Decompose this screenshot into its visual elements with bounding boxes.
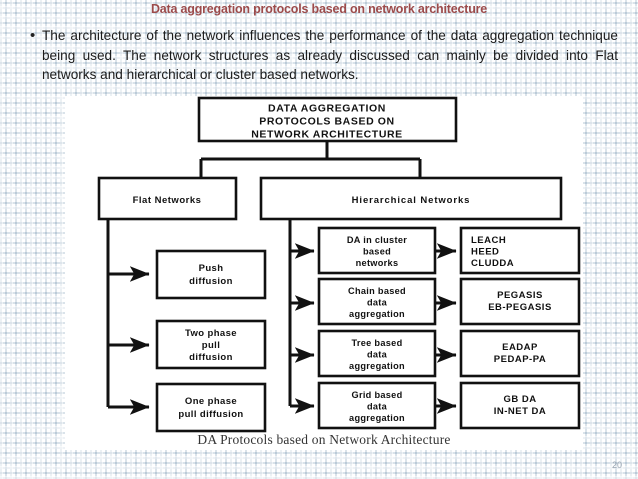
node-tree-based-data-aggregation-box [317,329,437,378]
node-chain-based-data-aggregation-line-1: Chain based [348,286,406,296]
node-hierarchical-networks-box [259,176,563,221]
node-protocols-grid-line-2: IN-NET DA [494,406,547,417]
node-protocols-chain-line-2: EB-PEGASIS [488,302,552,313]
node-one-phase-pull-diffusion-line-1: One phase [185,396,237,407]
node-root-box [197,96,458,143]
node-root-line-3: NETWORK ARCHITECTURE [251,129,403,141]
node-protocols-cluster-line-2: HEED [471,247,499,258]
bullet-body-text: The architecture of the network influenc… [42,28,618,82]
node-protocols-cluster-line-1: LEACH [471,235,506,246]
node-da-in-cluster-based-networks-line-1: DA in cluster [347,235,407,245]
node-grid-based-data-aggregation-line-3: aggregation [349,413,405,423]
node-tree-based-data-aggregation-line-2: data [367,350,388,360]
slide-title: Data aggregation protocols based on netw… [150,2,488,16]
node-chain-based-data-aggregation-box [317,277,437,326]
node-grid-based-data-aggregation-line-1: Grid based [352,390,403,400]
node-two-phase-pull-diffusion-line-2: pull [202,340,221,351]
architecture-flowchart: DATA AGGREGATION PROTOCOLS BASED ON NETW… [65,96,583,450]
figure-panel: DATA AGGREGATION PROTOCOLS BASED ON NETW… [65,96,583,450]
node-da-in-cluster-based-networks-line-2: based [363,247,391,257]
bullet-list: • The architecture of the network influe… [26,26,618,85]
node-chain-based-data-aggregation-line-2: data [367,298,388,308]
node-root-line-1: DATA AGGREGATION [268,103,386,115]
node-grid-based-data-aggregation-line-2: data [367,402,388,412]
node-protocols-cluster-box [459,226,581,275]
node-protocols-grid-line-1: GB DA [503,394,536,405]
node-tree-based-data-aggregation-line-1: Tree based [351,338,402,348]
figure-caption: DA Protocols based on Network Architectu… [197,432,451,447]
node-one-phase-pull-diffusion-box [155,382,267,433]
flowchart-svg: DATA AGGREGATION PROTOCOLS BASED ON NETW… [97,96,581,433]
node-two-phase-pull-diffusion-line-1: Two phase [185,328,237,339]
node-grid-based-data-aggregation-box [317,381,437,430]
node-push-diffusion-box [155,249,267,300]
node-protocols-chain-box [459,277,581,326]
node-flat-networks-box [97,176,238,221]
node-two-phase-pull-diffusion-box [155,319,267,370]
node-flat-networks-label: Flat Networks [133,195,202,206]
node-protocols-tree-line-1: EADAP [502,342,538,353]
node-root-line-2: PROTOCOLS BASED ON [259,116,394,128]
node-protocols-tree-box [459,329,581,378]
node-chain-based-data-aggregation-line-3: aggregation [349,309,405,319]
node-da-in-cluster-based-networks-box [317,226,437,275]
node-push-diffusion-line-2: diffusion [189,276,233,287]
node-protocols-grid-box [459,381,581,430]
node-protocols-chain-line-1: PEGASIS [497,290,543,301]
node-one-phase-pull-diffusion-line-2: pull diffusion [178,409,243,420]
bullet-marker: • [30,27,36,44]
node-protocols-cluster-line-3: CLUDDA [471,258,514,269]
node-push-diffusion-line-1: Push [199,263,224,274]
node-tree-based-data-aggregation-line-3: aggregation [349,361,405,371]
page-number: 20 [611,460,622,470]
node-two-phase-pull-diffusion-line-3: diffusion [189,352,233,363]
node-protocols-tree-line-2: PEDAP-PA [494,354,546,365]
node-hierarchical-networks-label: Hierarchical Networks [352,195,471,206]
node-da-in-cluster-based-networks-line-3: networks [356,258,399,268]
